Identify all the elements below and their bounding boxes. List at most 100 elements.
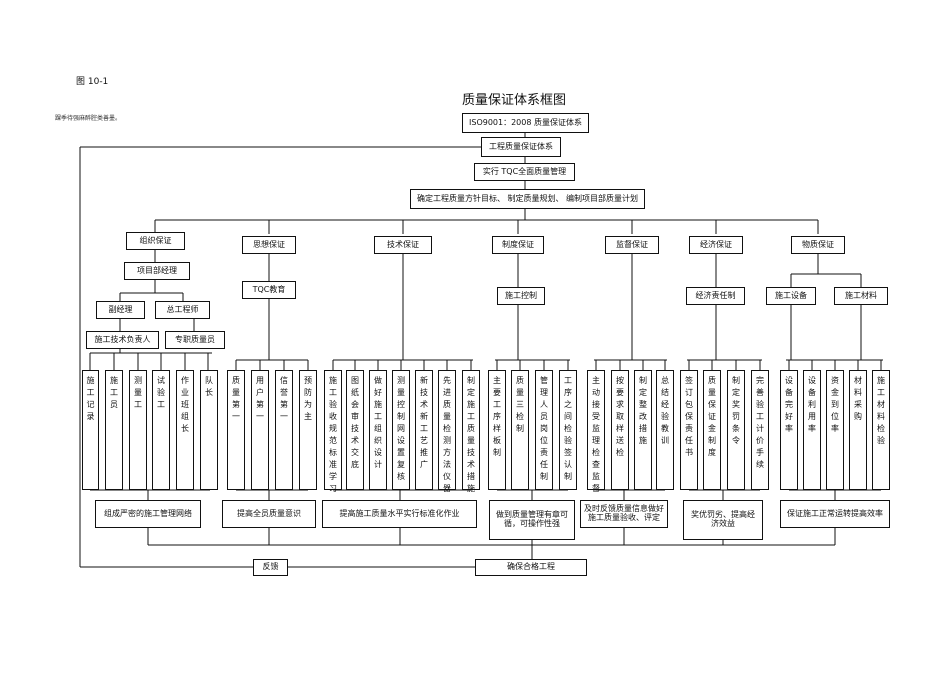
side-note: 踝季待强麻醉腔类善墨。	[55, 115, 122, 122]
leaf-thought: 用户第一	[251, 370, 269, 490]
leaf-org: 施工记录	[82, 370, 99, 490]
economic-responsibility-box: 经济责任制	[686, 287, 745, 305]
leaf-label: 资金到位率	[831, 376, 839, 433]
deputy-manager-box: 副经理	[96, 301, 145, 319]
leaf-label: 制定施工质量技术措施	[467, 376, 475, 493]
leaf-label: 新技术新工艺推广	[420, 376, 428, 469]
leaf-label: 签订包保责任书	[685, 376, 693, 457]
leaf-label: 材料采购	[854, 376, 862, 421]
leaf-org: 队长	[200, 370, 218, 490]
leaf-label: 质量三检制	[516, 376, 524, 433]
leaf-material: 材料采购	[849, 370, 867, 490]
leaf-label: 测量控制网设置复核	[397, 376, 405, 481]
leaf-economy: 签订包保责任书	[680, 370, 698, 490]
leaf-material: 设备完好率	[780, 370, 798, 490]
leaf-system: 主要工序样板制	[488, 370, 506, 490]
leaf-material: 施工材料检验	[872, 370, 890, 490]
leaf-economy: 质量保证金制度	[703, 370, 721, 490]
leaf-system: 工序之间检验签认制	[559, 370, 577, 490]
leaf-tech: 制定施工质量技术措施	[462, 370, 480, 493]
leaf-economy: 完善验工计价手续	[751, 370, 769, 490]
result-technology: 提高施工质量水平实行标准化作业	[322, 500, 477, 528]
leaf-supervise: 制定整改措施	[634, 370, 652, 490]
leaf-label: 测量工	[134, 376, 142, 409]
leaf-label: 队长	[205, 376, 213, 397]
leaf-org: 施工员	[105, 370, 123, 490]
leaf-thought: 预防为主	[299, 370, 317, 490]
category-supervision: 监督保证	[605, 236, 659, 254]
qualified-project-box: 确保合格工程	[475, 559, 587, 576]
diagram-title: 质量保证体系框图	[462, 93, 567, 108]
leaf-tech: 施工验收规范标准学习	[324, 370, 342, 493]
leaf-tech: 新技术新工艺推广	[415, 370, 433, 490]
leaf-label: 施工验收规范标准学习	[329, 376, 337, 493]
tqc-education-box: TQC教育	[242, 281, 296, 299]
leaf-label: 试验工	[157, 376, 165, 409]
iso-box: ISO9001：2008 质量保证体系	[462, 113, 589, 133]
leaf-supervise: 按要求取样送检	[611, 370, 629, 490]
materials-box: 施工材料	[834, 287, 888, 305]
leaf-supervise: 总结经验教训	[656, 370, 674, 490]
figure-label: 图 10-1	[76, 77, 109, 87]
leaf-tech: 图纸会审技术交底	[346, 370, 364, 490]
leaf-economy: 制定奖罚条令	[727, 370, 745, 490]
leaf-label: 制定整改措施	[639, 376, 647, 445]
result-economy: 奖优罚劣、提高经济效益	[683, 500, 763, 540]
construction-control-box: 施工控制	[497, 287, 545, 305]
leaf-org: 测量工	[129, 370, 147, 490]
leaf-tech: 测量控制网设置复核	[392, 370, 410, 490]
leaf-label: 施工员	[110, 376, 118, 409]
leaf-label: 信誉第一	[280, 376, 288, 421]
leaf-org: 试验工	[152, 370, 170, 490]
leaf-label: 管理人员岗位责任制	[540, 376, 548, 481]
result-thought: 提高全员质量意识	[222, 500, 316, 528]
leaf-label: 作业班组长	[181, 376, 189, 433]
category-organization: 组织保证	[126, 232, 185, 250]
leaf-material: 设备利用率	[803, 370, 821, 490]
leaf-label: 工序之间检验签认制	[564, 376, 572, 481]
leaf-tech: 先进质量检测方法仪器	[438, 370, 456, 493]
category-technology: 技术保证	[374, 236, 432, 254]
leaf-label: 设备利用率	[808, 376, 816, 433]
leaf-org: 作业班组长	[176, 370, 194, 490]
leaf-label: 施工记录	[86, 376, 95, 421]
category-system: 制度保证	[492, 236, 544, 254]
quality-plan-box: 确定工程质量方针目标、 制定质量规划、 编制项目部质量计划	[410, 189, 645, 209]
result-supervision: 及时反馈质量信息做好施工质量验收、评定	[580, 500, 668, 528]
leaf-label: 设备完好率	[785, 376, 793, 433]
category-economy: 经济保证	[689, 236, 743, 254]
leaf-thought: 信誉第一	[275, 370, 293, 490]
leaf-label: 质量第一	[232, 376, 240, 421]
leaf-label: 完善验工计价手续	[756, 376, 764, 469]
result-organization: 组成严密的施工管理网络	[95, 500, 201, 528]
leaf-label: 总结经验教训	[661, 376, 669, 445]
leaf-supervise: 主动接受监理检查监督	[587, 370, 605, 493]
leaf-system: 质量三检制	[511, 370, 529, 490]
leaf-tech: 做好施工组织设计	[369, 370, 387, 490]
project-manager-box: 项目部经理	[124, 262, 190, 280]
leaf-label: 先进质量检测方法仪器	[443, 376, 451, 493]
tqc-box: 实行 TQC全面质量管理	[474, 163, 575, 181]
leaf-system: 管理人员岗位责任制	[535, 370, 553, 490]
leaf-label: 施工材料检验	[877, 376, 885, 445]
result-system: 做到质量管理有章可循，可操作性强	[489, 500, 575, 540]
equipment-box: 施工设备	[766, 287, 816, 305]
category-thought: 思想保证	[242, 236, 296, 254]
leaf-label: 主要工序样板制	[493, 376, 501, 457]
leaf-label: 做好施工组织设计	[374, 376, 382, 469]
chief-engineer-box: 总工程师	[155, 301, 210, 319]
result-material: 保证施工正常运转提高效率	[780, 500, 890, 528]
category-material: 物质保证	[791, 236, 845, 254]
leaf-label: 用户第一	[256, 376, 264, 421]
leaf-label: 制定奖罚条令	[732, 376, 740, 445]
feedback-box: 反馈	[253, 559, 288, 576]
tech-lead-box: 施工技术负责人	[86, 331, 159, 349]
leaf-label: 质量保证金制度	[708, 376, 716, 457]
leaf-label: 主动接受监理检查监督	[592, 376, 600, 493]
leaf-thought: 质量第一	[227, 370, 245, 490]
leaf-label: 预防为主	[304, 376, 312, 421]
quality-officer-box: 专职质量员	[165, 331, 225, 349]
quality-system-box: 工程质量保证体系	[481, 137, 561, 157]
leaf-material: 资金到位率	[826, 370, 844, 490]
